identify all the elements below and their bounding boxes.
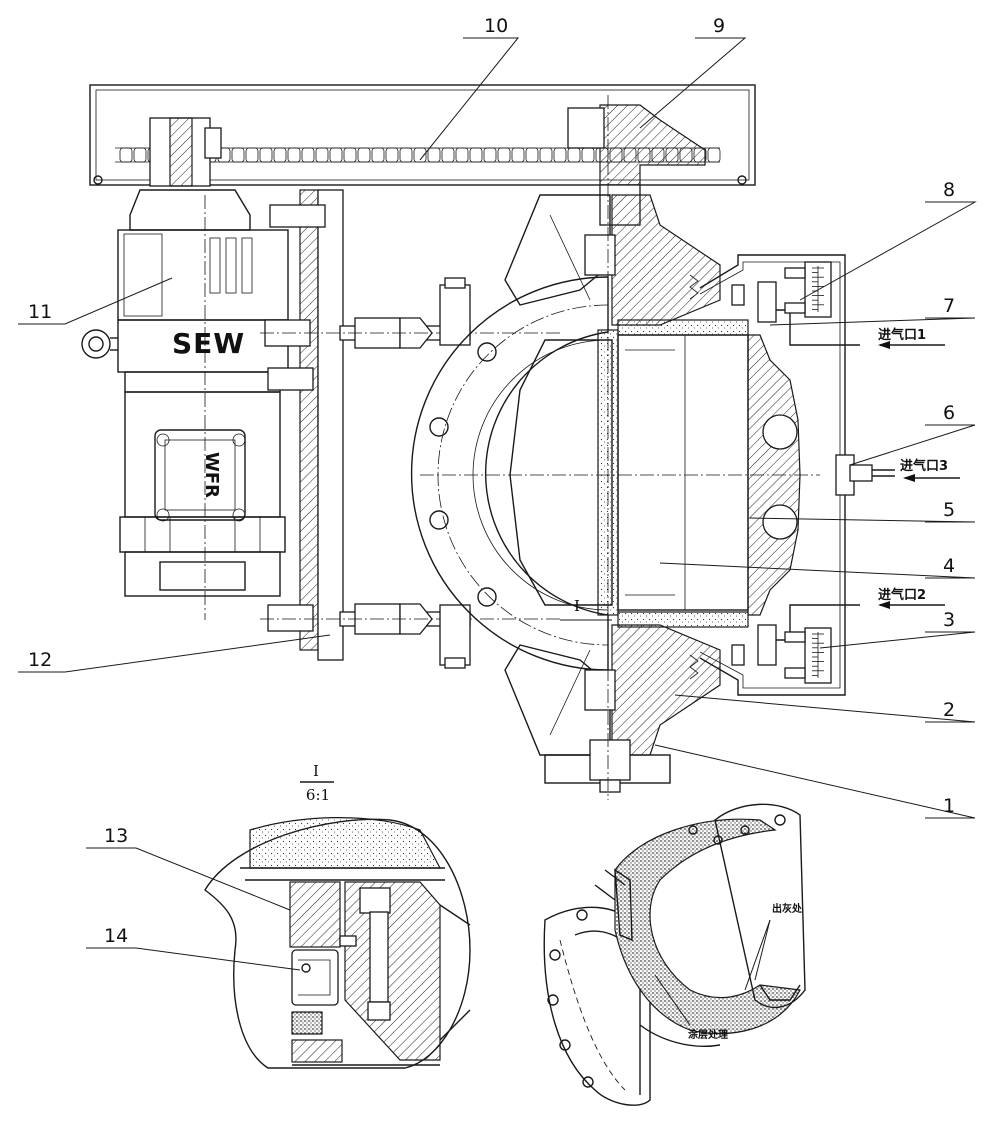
chain-link	[539, 147, 553, 163]
part-number-5: 5	[943, 499, 955, 521]
chain-link	[427, 147, 441, 163]
chain-link	[371, 147, 385, 163]
chain-link	[469, 147, 483, 163]
part-number-10: 10	[484, 15, 508, 37]
gauge-fittings	[757, 267, 806, 679]
drive-sprocket-small	[149, 117, 222, 187]
part-number-3: 3	[943, 609, 955, 631]
chain-link	[581, 147, 595, 163]
chain-link	[119, 147, 133, 163]
part-number-1: 1	[943, 795, 955, 817]
chain-link	[273, 147, 287, 163]
detail-view-i	[204, 817, 471, 1069]
chain-link	[385, 147, 399, 163]
seal-springs	[689, 274, 699, 680]
chain-link	[553, 147, 567, 163]
chain-link	[357, 147, 371, 163]
detail-leaders	[86, 847, 301, 971]
chain-link	[133, 147, 147, 163]
part-leaders	[18, 37, 977, 819]
part-number-11: 11	[28, 301, 52, 323]
tie-rod-upper	[260, 317, 560, 349]
part-number-14: 14	[104, 925, 128, 947]
tee-fitting-6	[835, 454, 895, 496]
part-number-7: 7	[943, 295, 955, 317]
section-mark: I	[574, 597, 580, 615]
tie-rod-lower	[260, 603, 560, 635]
part-number-12: 12	[28, 649, 52, 671]
part-number-13: 13	[104, 825, 128, 847]
chain-link	[483, 147, 497, 163]
inlet-2-label: 进气口2	[878, 587, 926, 603]
chain-link	[567, 147, 581, 163]
motor-plate-label: WFR	[201, 452, 222, 498]
chain-link	[399, 147, 413, 163]
inlet-arrows	[878, 341, 960, 609]
ash-outlet-note: 出灰处	[772, 902, 803, 915]
chain-link	[525, 147, 539, 163]
cutaway-valve-body	[543, 803, 806, 1106]
lifting-eye	[81, 329, 118, 359]
chain-link	[315, 147, 329, 163]
gearbox	[117, 189, 289, 620]
mounting-bracket	[264, 189, 344, 661]
motor	[119, 391, 286, 597]
chain-link	[511, 147, 525, 163]
chain-link	[343, 147, 357, 163]
chain-link	[707, 147, 721, 163]
chain-link	[259, 147, 273, 163]
coating-note: 涂层处理	[688, 1028, 728, 1041]
valve-housing-5	[747, 334, 801, 616]
upper-seat-housing	[504, 194, 749, 336]
cutaway-leaders	[654, 919, 771, 1026]
chain-link	[441, 147, 455, 163]
chain-link	[497, 147, 511, 163]
motor-brand-label: SEW	[172, 327, 245, 360]
inlet-1-label: 进气口1	[878, 327, 926, 343]
detail-title: I	[313, 762, 319, 780]
bracket-arms	[439, 277, 471, 669]
chain-link	[231, 147, 245, 163]
chain-link	[245, 147, 259, 163]
part-number-6: 6	[943, 402, 955, 424]
part-number-9: 9	[713, 15, 725, 37]
detail-scale: 6:1	[306, 786, 330, 804]
part-number-2: 2	[943, 699, 955, 721]
chain-link	[329, 147, 343, 163]
part-number-8: 8	[943, 179, 955, 201]
chain-link	[287, 147, 301, 163]
inlet-3-label: 进气口3	[900, 458, 948, 474]
chain-link	[301, 147, 315, 163]
part-number-4: 4	[943, 555, 955, 577]
pressure-gauge-3	[804, 627, 832, 684]
lower-seat-housing	[504, 611, 749, 793]
chain-guard	[89, 84, 756, 186]
chain-link	[455, 147, 469, 163]
